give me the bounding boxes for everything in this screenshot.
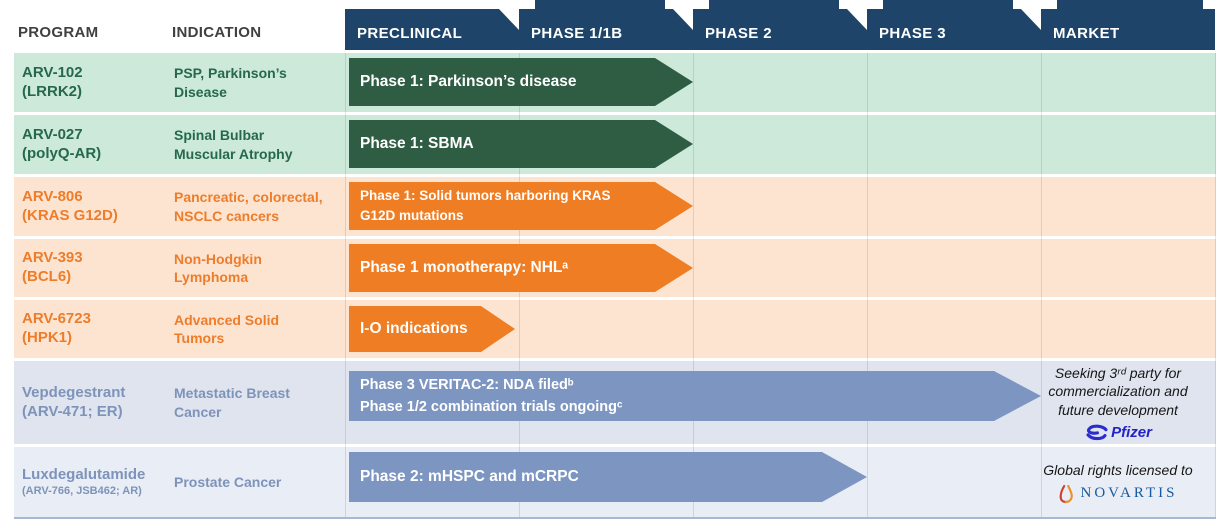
pipeline-row-arv027: ARV-027 (polyQ-AR) Spinal Bulbar Muscula… — [14, 115, 1216, 174]
program-target: (ARV-766, JSB462; AR) — [22, 485, 142, 497]
phase-arrow: Phase 2: mHSPC and mCRPC — [349, 452, 867, 502]
indication-text: Muscular Atrophy — [174, 145, 293, 162]
phase-arrow: Phase 3 VERITAC-2: NDA filedᵇ Phase 1/2 … — [349, 371, 1041, 421]
program-target: (LRRK2) — [22, 82, 82, 100]
phase-header-phase2: PHASE 2 — [693, 0, 867, 50]
program-name: ARV-806 — [22, 187, 83, 205]
indication-cell: Metastatic Breast Cancer — [174, 361, 352, 444]
program-cell: ARV-393 (BCL6) — [22, 239, 172, 297]
phase-header-phase3: PHASE 3 — [867, 0, 1041, 50]
pipeline-row-arv6723: ARV-6723 (HPK1) Advanced Solid Tumors I-… — [14, 300, 1216, 358]
phase-header-bar: PRECLINICAL PHASE 1/1B PHASE 2 PHASE 3 M… — [345, 0, 1215, 50]
indication-text: Tumors — [174, 330, 225, 346]
indication-text: Metastatic Breast — [174, 385, 290, 402]
indication-text: Pancreatic, colorectal, — [174, 189, 323, 206]
indication-text: Disease — [174, 83, 227, 100]
program-target: (BCL6) — [22, 268, 72, 285]
phase-label: PHASE 2 — [705, 25, 772, 42]
indication-text: Cancer — [174, 403, 222, 420]
column-header-indication: INDICATION — [172, 24, 262, 41]
program-name: Vepdegestrant — [22, 383, 126, 401]
pfizer-logo: Pfizer — [1084, 424, 1152, 441]
indication-cell: PSP, Parkinson’s Disease — [174, 53, 352, 112]
novartis-wordmark: NOVARTIS — [1080, 485, 1178, 502]
indication-text: Non-Hodgkin — [174, 250, 262, 267]
phase-header-phase1: PHASE 1/1B — [519, 0, 693, 50]
pipeline-row-arv102: ARV-102 (LRRK2) PSP, Parkinson’s Disease… — [14, 53, 1216, 112]
indication-cell: Spinal Bulbar Muscular Atrophy — [174, 115, 352, 174]
arrow-label: Phase 1: SBMA — [360, 135, 474, 152]
novartis-flame-icon — [1060, 484, 1074, 503]
indication-cell: Prostate Cancer — [174, 447, 352, 518]
program-cell: ARV-806 (KRAS G12D) — [22, 177, 172, 236]
phase-header-market: MARKET — [1041, 0, 1215, 50]
phase-header-preclinical: PRECLINICAL — [345, 9, 519, 50]
novartis-logo: NOVARTIS — [1058, 484, 1177, 504]
phase-label: PHASE 3 — [879, 25, 946, 42]
pipeline-row-luxdegalutamide: Luxdegalutamide (ARV-766, JSB462; AR) Pr… — [14, 447, 1216, 518]
phase-arrow: Phase 1: Parkinson’s disease — [349, 58, 693, 106]
column-header-program: PROGRAM — [18, 24, 99, 41]
arrow-label: Phase 2: mHSPC and mCRPC — [360, 468, 579, 485]
pfizer-mark-icon — [1086, 424, 1108, 440]
phase-label: PRECLINICAL — [357, 25, 463, 42]
program-cell: Vepdegestrant (ARV-471; ER) — [22, 361, 172, 444]
partnership-note: Seeking 3ʳᵈ party for commercialization … — [1048, 365, 1188, 418]
market-note-cell: Seeking 3ʳᵈ party for commercialization … — [1028, 361, 1208, 444]
indication-text: Spinal Bulbar — [174, 127, 265, 144]
indication-text: PSP, Parkinson’s — [174, 65, 287, 82]
program-name: ARV-6723 — [22, 310, 91, 328]
phase-arrow: I-O indications — [349, 306, 515, 352]
pipeline-row-vepdegestrant: Vepdegestrant (ARV-471; ER) Metastatic B… — [14, 361, 1216, 444]
program-cell: Luxdegalutamide (ARV-766, JSB462; AR) — [22, 447, 172, 518]
bottom-border — [14, 517, 1216, 519]
indication-text: NSCLC cancers — [174, 207, 280, 224]
program-target: (HPK1) — [22, 329, 73, 346]
program-target: (polyQ-AR) — [22, 144, 102, 162]
program-name: ARV-393 — [22, 249, 83, 267]
arrow-label: Phase 3 VERITAC-2: NDA filedᵇ — [360, 376, 574, 393]
arrow-label: G12D mutations — [360, 208, 464, 223]
program-name: ARV-027 — [22, 125, 83, 143]
indication-text: Lymphoma — [174, 269, 249, 285]
arrow-label: I-O indications — [360, 320, 468, 337]
phase-label: MARKET — [1053, 25, 1120, 42]
pipeline-row-arv393: ARV-393 (BCL6) Non-Hodgkin Lymphoma Phas… — [14, 239, 1216, 297]
phase-arrow: Phase 1: SBMA — [349, 120, 693, 168]
phase-arrow: Phase 1: Solid tumors harboring KRAS G12… — [349, 182, 693, 230]
license-note: Global rights licensed to — [1043, 462, 1193, 479]
program-cell: ARV-6723 (HPK1) — [22, 300, 172, 358]
program-name: Luxdegalutamide — [22, 466, 146, 484]
market-note-cell: Global rights licensed to NOVARTIS — [1028, 447, 1208, 518]
program-target: (ARV-471; ER) — [22, 402, 123, 420]
arrow-label: Phase 1: Solid tumors harboring KRAS — [360, 187, 611, 203]
program-name: ARV-102 — [22, 63, 83, 81]
indication-text: Advanced Solid — [174, 311, 280, 328]
indication-cell: Pancreatic, colorectal, NSCLC cancers — [174, 177, 352, 236]
phase-arrow: Phase 1 monotherapy: NHLᵃ — [349, 244, 693, 292]
phase-label: PHASE 1/1B — [531, 25, 623, 42]
indication-text: Prostate Cancer — [174, 474, 282, 491]
pipeline-row-arv806: ARV-806 (KRAS G12D) Pancreatic, colorect… — [14, 177, 1216, 236]
arrow-label: Phase 1: Parkinson’s disease — [360, 73, 577, 90]
indication-cell: Advanced Solid Tumors — [174, 300, 352, 358]
program-cell: ARV-102 (LRRK2) — [22, 53, 172, 112]
pfizer-wordmark: Pfizer — [1111, 423, 1152, 441]
program-target: (KRAS G12D) — [22, 206, 118, 224]
program-cell: ARV-027 (polyQ-AR) — [22, 115, 172, 174]
arrow-label: Phase 1 monotherapy: NHLᵃ — [360, 259, 569, 276]
indication-cell: Non-Hodgkin Lymphoma — [174, 239, 352, 297]
arrow-label: Phase 1/2 combination trials ongoingᶜ — [360, 399, 623, 415]
